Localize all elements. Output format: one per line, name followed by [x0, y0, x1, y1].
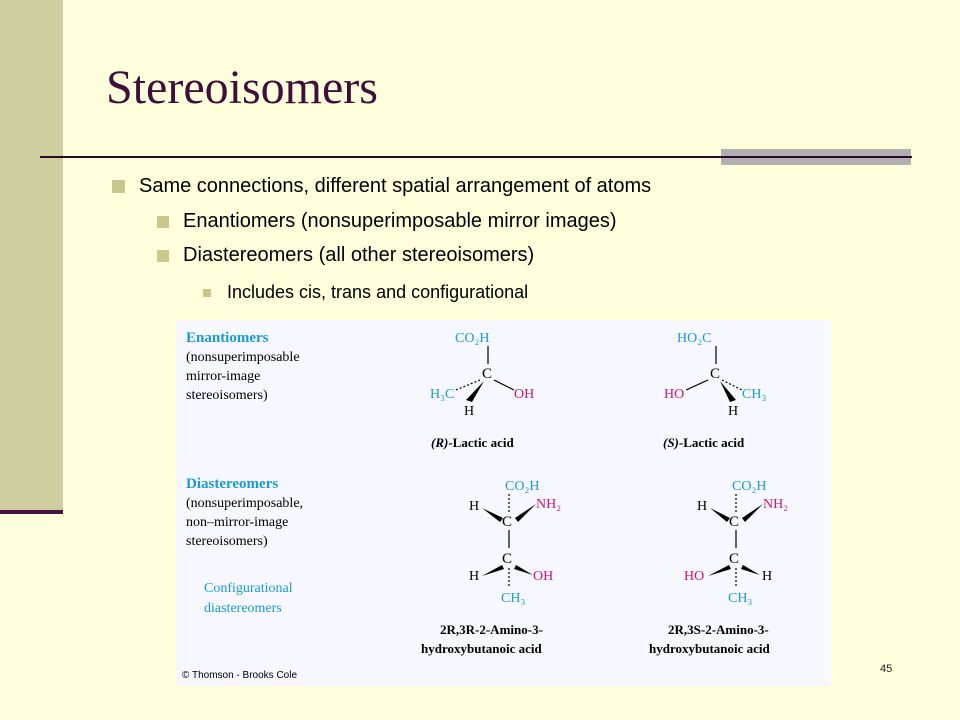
2r3r-upper-right: NH₂ [536, 497, 561, 512]
2r3s-caption-1: 2R,3S-2-Amino-3- [668, 622, 769, 637]
diastereomers-heading: Diastereomers [186, 476, 278, 492]
page-number: 45 [880, 663, 893, 675]
2r3r-lower-right: OH [533, 569, 553, 584]
r-lactic-right: OH [514, 387, 534, 402]
2r3r-caption-1: 2R,3R-2-Amino-3- [440, 622, 543, 637]
s-lactic-right: CH₃ [742, 387, 766, 402]
2r3r-c2: C [502, 551, 512, 567]
s-lactic-top: HO₂C [677, 331, 711, 346]
2r3s-upper-left: H [697, 499, 707, 514]
bullet-diastereomers: Diastereomers (all other stereoisomers) [157, 244, 534, 267]
2r3s-bottom: CH₃ [728, 591, 752, 606]
2r3r-c1: C [502, 514, 512, 530]
r-lactic-top: CO₂H [455, 331, 489, 346]
bullet-text: Same connections, different spatial arra… [139, 175, 652, 197]
2r3s-c1: C [729, 514, 739, 530]
title-rule [40, 156, 912, 158]
enantiomers-desc-3: stereoisomers) [186, 388, 268, 403]
2r3r-lower-left: H [469, 569, 479, 584]
2r3r-caption-2: hydroxybutanoic acid [421, 641, 543, 656]
enantiomers-desc-2: mirror-image [186, 369, 260, 384]
r-lactic-caption: (R)-Lactic acid [431, 435, 514, 450]
s-lactic-acid-structure: HO₂C C HO CH₃ H (S)-Lactic acid [663, 331, 766, 450]
bullet-square-icon [203, 288, 211, 297]
2r3s-c2: C [729, 551, 739, 567]
2r3s-structure: CO₂H H NH₂ C C HO H CH₃ 2R,3S-2-Amino-3-… [649, 479, 788, 656]
2r3s-lower-right: H [762, 569, 772, 584]
left-accent-bar [0, 0, 63, 510]
diastereomers-desc-2: non–mirror-image [186, 515, 288, 530]
2r3r-top: CO₂H [505, 479, 539, 494]
2r3s-lower-left: HO [684, 569, 704, 584]
s-lactic-bottom: H [728, 404, 738, 419]
s-lactic-center: C [710, 366, 720, 382]
bullet-text: Enantiomers (nonsuperimposable mirror im… [183, 210, 617, 232]
bullet-level1: Same connections, different spatial arra… [112, 175, 651, 198]
figure-svg: Enantiomers (nonsuperimposable mirror-im… [182, 330, 788, 681]
2r3s-upper-right: NH₂ [763, 497, 788, 512]
bullet-includes: Includes cis, trans and configurational [203, 282, 528, 303]
2r3r-structure: CO₂H H NH₂ C C H OH CH₃ 2R,3R-2-Amino-3-… [421, 479, 561, 656]
slide-title: Stereoisomers [106, 61, 378, 114]
bullet-square-icon [157, 249, 169, 262]
2r3s-caption-2: hydroxybutanoic acid [649, 641, 771, 656]
left-accent-underline [0, 510, 63, 514]
enantiomers-heading: Enantiomers [186, 330, 269, 346]
enantiomers-desc-1: (nonsuperimposable [186, 350, 300, 365]
configurational-label-1: Configurational [204, 581, 293, 596]
copyright-credit: © Thomson - Brooks Cole [182, 670, 297, 681]
configurational-label-2: diastereomers [204, 601, 282, 616]
bullet-enantiomers: Enantiomers (nonsuperimposable mirror im… [157, 210, 617, 233]
bullet-text: Includes cis, trans and configurational [227, 282, 529, 302]
s-lactic-caption: (S)-Lactic acid [663, 435, 745, 450]
s-lactic-left: HO [664, 387, 684, 402]
r-lactic-left: H₃C [430, 387, 454, 402]
bullet-text: Diastereomers (all other stereoisomers) [183, 244, 535, 266]
r-lactic-acid-structure: CO₂H C H₃C OH H (R)-Lactic acid [430, 331, 534, 450]
diastereomers-desc-1: (nonsuperimposable, [186, 496, 303, 511]
2r3r-upper-left: H [469, 499, 479, 514]
2r3r-bottom: CH₃ [501, 591, 525, 606]
stereoisomer-figure: Enantiomers (nonsuperimposable mirror-im… [176, 320, 831, 686]
diastereomers-desc-3: stereoisomers) [186, 534, 268, 549]
bullet-square-icon [112, 180, 125, 193]
bullet-square-icon [157, 215, 169, 228]
r-lactic-bottom: H [464, 404, 474, 419]
2r3s-top: CO₂H [732, 479, 766, 494]
r-lactic-center: C [482, 366, 492, 382]
